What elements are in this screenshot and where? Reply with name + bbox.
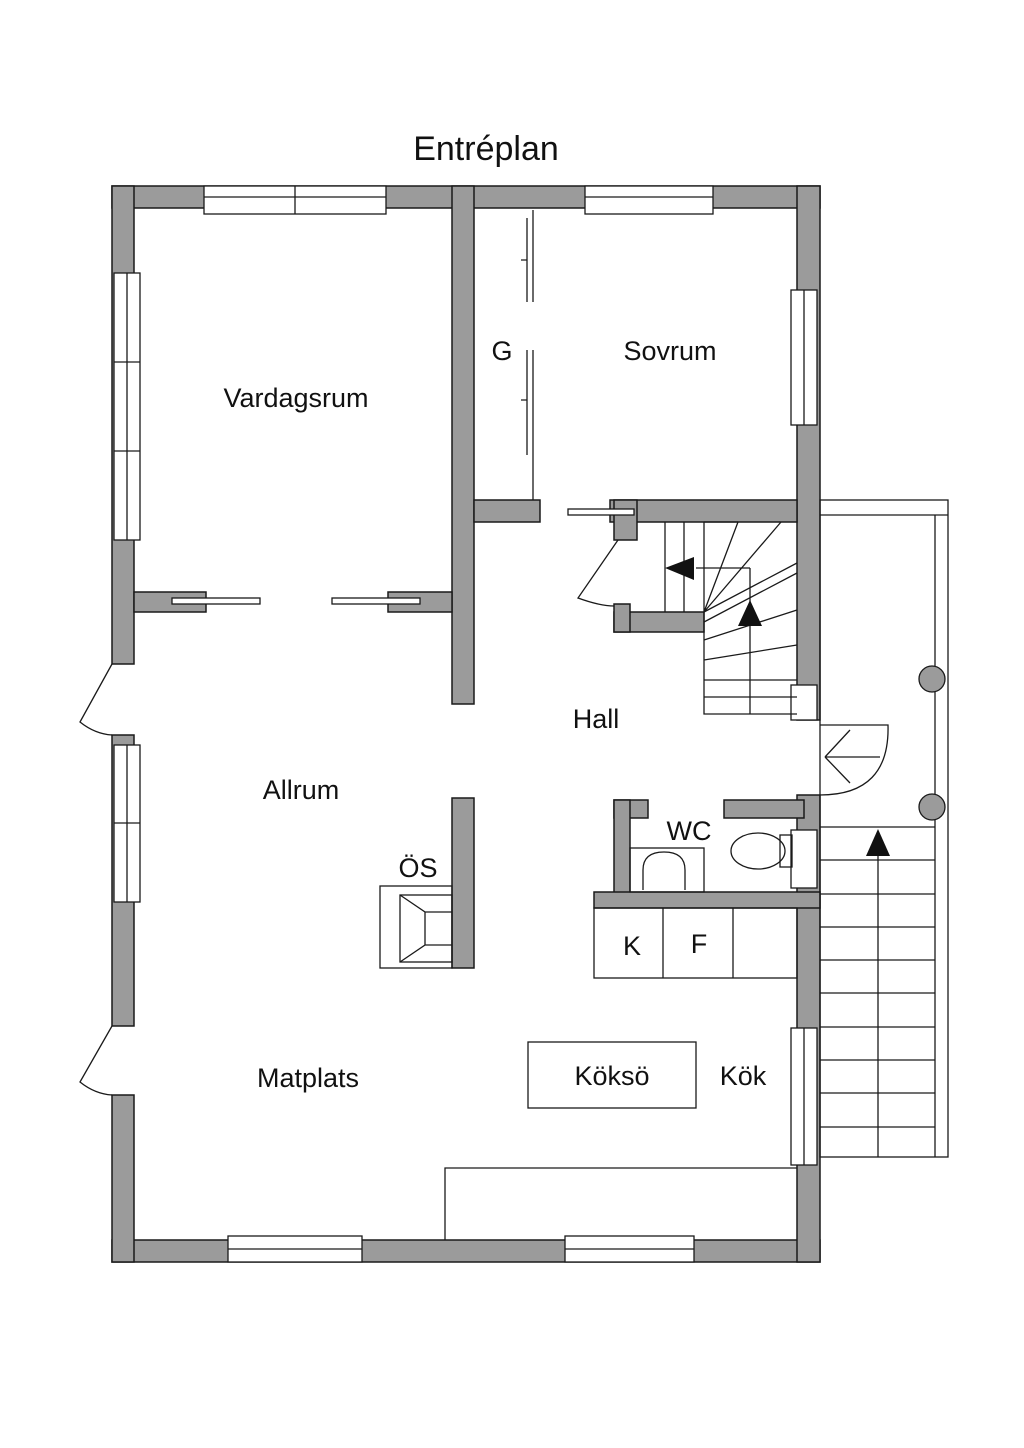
label-f: F xyxy=(691,929,708,959)
label-os: ÖS xyxy=(398,853,437,883)
label-kokso: Köksö xyxy=(574,1061,649,1091)
label-hall: Hall xyxy=(573,704,620,734)
label-g: G xyxy=(491,336,512,366)
plan-title: Entréplan xyxy=(413,130,559,168)
label-sovrum: Sovrum xyxy=(623,336,716,366)
fixtures xyxy=(379,832,798,1240)
windows xyxy=(113,185,818,1263)
label-kok: Kök xyxy=(720,1061,767,1091)
label-matplats: Matplats xyxy=(257,1063,359,1093)
room-labels: Vardagsrum G Sovrum Hall Allrum WC ÖS K … xyxy=(223,336,766,1093)
exterior-deck xyxy=(819,499,949,1158)
label-wc: WC xyxy=(667,816,712,846)
label-allrum: Allrum xyxy=(263,775,340,805)
doors xyxy=(79,210,889,1096)
interior-stair xyxy=(664,521,798,715)
label-vardagsrum: Vardagsrum xyxy=(223,383,368,413)
label-k: K xyxy=(623,931,641,961)
